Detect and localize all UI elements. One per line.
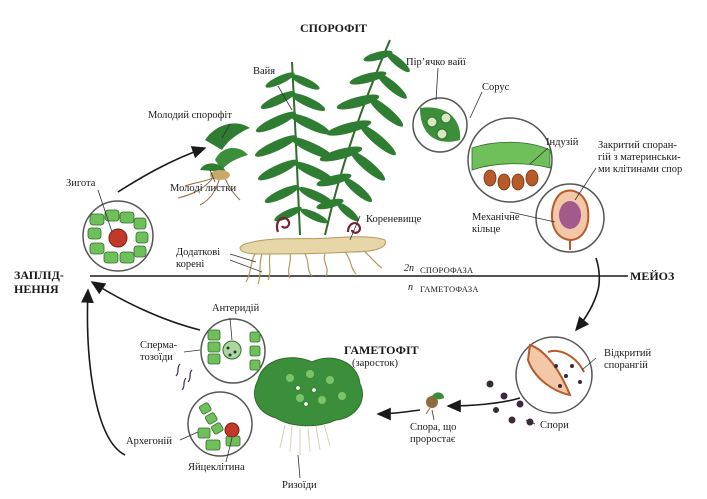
label-zygote: Зигота (66, 178, 96, 189)
label-closed-sporangium-line-1: Закритий споран- (598, 140, 677, 151)
label-antheridium: Антеридій (212, 303, 260, 314)
cycle-arrow-antheridium-to-fert (90, 281, 201, 331)
gametophyte-title: ГАМЕТОФІТ (344, 343, 419, 357)
label-sperm-line-1: Сперма- (140, 340, 178, 351)
label-rhizoids: Ризоїди (282, 480, 317, 491)
label-sperm-line-2: тозоїди (140, 352, 173, 363)
rhizome-drawing (239, 236, 386, 285)
loose-spores (486, 380, 534, 426)
fiddleheads (275, 216, 362, 234)
label-egg-cell: Яйцеклітина (188, 462, 245, 473)
label-rhizome: Кореневище (366, 214, 422, 225)
meiosis-label: МЕЙОЗ (630, 269, 675, 283)
label-pinna: Пір’ячко вайї (406, 57, 466, 68)
label-closed-sporangium: Закритий споран- гій з материнськи- ми к… (598, 140, 682, 176)
zygote-circle (82, 200, 154, 272)
label-indusium: Індузій (546, 137, 579, 148)
cycle-arrow-archegonium-to-fert (81, 288, 126, 456)
leader-lines (97, 67, 597, 479)
fertilization-label: ЗАПЛІД- НЕННЯ (14, 268, 64, 296)
cycle-arrow-germ-to-gametophyte (376, 407, 421, 421)
label-annulus-line-1: Механічне (472, 212, 520, 223)
young-sporophyte-drawing (177, 123, 250, 206)
closed-sporangium-circle (535, 183, 605, 253)
label-annulus: Механічне кільце (472, 212, 520, 236)
label-open-sporangium-line-1: Відкритий (604, 348, 652, 359)
label-open-sporangium-line-2: спорангій (604, 360, 648, 371)
fertilization-line-1: ЗАПЛІД- (14, 268, 64, 282)
antheridium-circle (200, 318, 266, 384)
phase-2n-label: СПОРОФАЗА (420, 265, 474, 275)
label-spermatozoids: Сперма- тозоїди (140, 340, 177, 364)
label-young-leaves: Молоді листки (170, 183, 237, 194)
archegonium-circle (187, 391, 253, 457)
pinna-circle (412, 97, 468, 153)
phase-n-symbol: n (408, 282, 413, 293)
label-germinating-spore: Спора, що проростає (410, 422, 456, 446)
label-young-sporophyte: Молодий спорофіт (148, 110, 232, 121)
sorus-circle (467, 117, 553, 203)
label-spores: Спори (540, 420, 569, 431)
label-germinating-line-1: Спора, що (410, 422, 457, 433)
label-adv-roots-line-1: Додаткові (176, 247, 221, 258)
label-adv-roots-line-2: корені (176, 259, 205, 270)
cycle-arrow-zygote-to-young (117, 146, 207, 193)
label-archegonium: Архегоній (126, 436, 172, 447)
cycle-arrow-open-to-germ (446, 397, 521, 413)
fertilization-line-2: НЕННЯ (14, 282, 59, 296)
label-annulus-line-2: кільце (472, 224, 501, 235)
phase-n-label: ГАМЕТОФАЗА (420, 284, 479, 294)
label-frond: Вайя (253, 66, 276, 77)
label-closed-sporangium-line-3: ми клітинами спор (598, 164, 683, 175)
sperm-cells (175, 363, 193, 391)
phase-2n-symbol: 2n (404, 263, 414, 274)
frond-left (255, 61, 335, 236)
label-open-sporangium: Відкритий спорангій (604, 348, 651, 372)
open-sporangium-circle (515, 336, 593, 414)
label-sorus: Сорус (482, 82, 510, 93)
frond-right (316, 39, 410, 236)
label-adventitious-roots: Додаткові корені (176, 247, 220, 271)
germinating-spore-drawing (425, 392, 444, 415)
gametophyte-subtitle: (заросток) (352, 358, 399, 369)
cycle-arrow-meiosis-to-open (574, 289, 599, 332)
gametophyte-drawing (254, 357, 363, 455)
label-germinating-line-2: проростає (410, 434, 456, 445)
label-closed-sporangium-line-2: гій з материнськи- (598, 152, 681, 163)
cycle-arrow-to-meiosis (595, 257, 601, 291)
sporophyte-title: СПОРОФІТ (300, 21, 368, 35)
